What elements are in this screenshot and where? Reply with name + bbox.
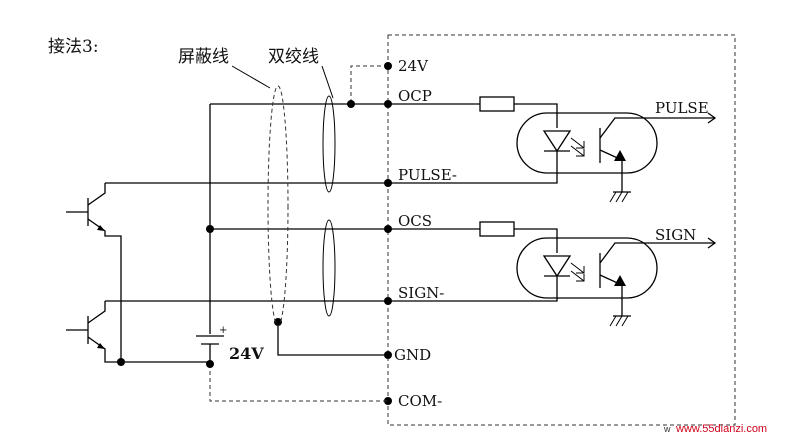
lower-phototransistor-arrow <box>614 275 626 286</box>
shield-cable <box>267 85 289 327</box>
sign-output-label: SIGN <box>655 226 696 244</box>
lower-output-arrow <box>707 237 717 249</box>
lower-sign-output-wire <box>599 242 715 264</box>
lower-optocoupler-body <box>516 237 658 299</box>
upper-led-cathode-wire <box>388 151 558 184</box>
junction-emitters <box>117 358 125 366</box>
upper-transistor-collector <box>87 183 106 206</box>
twisted-pair-label: 双绞线 <box>268 47 319 67</box>
upper-led-anode-wire <box>514 103 558 128</box>
battery-plus-sign: + <box>219 325 227 336</box>
diagram-title: 接法3: <box>48 37 99 57</box>
shield-leader <box>231 65 271 89</box>
upper-ground-hatch <box>609 191 629 203</box>
lower-transistor-collector <box>87 301 106 324</box>
wire-com-minus <box>209 364 388 402</box>
lower-led-anode-wire <box>514 228 558 253</box>
upper-output-arrow <box>707 112 717 124</box>
lower-led-cathode-wire <box>388 276 558 302</box>
upper-light-arrow-1 <box>570 137 585 149</box>
terminal-sign-minus-label: SIGN- <box>398 284 444 302</box>
lower-light-arrow-2 <box>570 270 585 282</box>
terminal-24v-dot <box>384 62 392 70</box>
terminal-ocs-label: OCS <box>398 212 432 230</box>
watermark-url: www.55dianzi.com <box>675 423 767 435</box>
upper-pulse-output-wire <box>599 117 715 139</box>
driver-boundary <box>387 34 736 426</box>
upper-light-arrow-2 <box>570 145 585 157</box>
twisted-pair-leader <box>321 65 334 99</box>
upper-led <box>542 130 572 153</box>
junction-ocp <box>347 100 355 108</box>
lower-light-arrow-1 <box>570 262 585 274</box>
upper-phototransistor-arrow <box>614 150 626 161</box>
lower-resistor <box>479 221 515 237</box>
terminal-com-minus-dot <box>384 397 392 405</box>
lower-transistor-arrow <box>97 343 105 349</box>
terminal-pulse-minus-label: PULSE- <box>398 166 457 184</box>
twisted-pair-upper <box>322 95 336 193</box>
upper-optocoupler-body <box>516 112 658 174</box>
upper-resistor <box>479 96 515 112</box>
terminal-24v-label: 24V <box>398 57 429 75</box>
terminal-ocp-label: OCP <box>398 87 432 105</box>
terminal-com-minus-label: COM- <box>398 392 442 410</box>
lower-led <box>542 255 572 278</box>
upper-transistor-arrow <box>97 225 105 231</box>
wire-gnd <box>277 322 388 356</box>
pulse-output-label: PULSE <box>655 99 709 117</box>
junction-shield <box>274 318 282 326</box>
lower-ground-hatch <box>609 315 629 327</box>
battery-voltage-label: 24V <box>229 344 264 363</box>
strap-24v-ocp <box>350 65 388 104</box>
lower-transistor-emitter <box>87 336 210 363</box>
watermark-prefix: w <box>663 424 671 434</box>
shield-label: 屏蔽线 <box>178 47 229 67</box>
twisted-pair-lower <box>322 219 336 317</box>
terminal-gnd-label: GND <box>394 346 431 364</box>
